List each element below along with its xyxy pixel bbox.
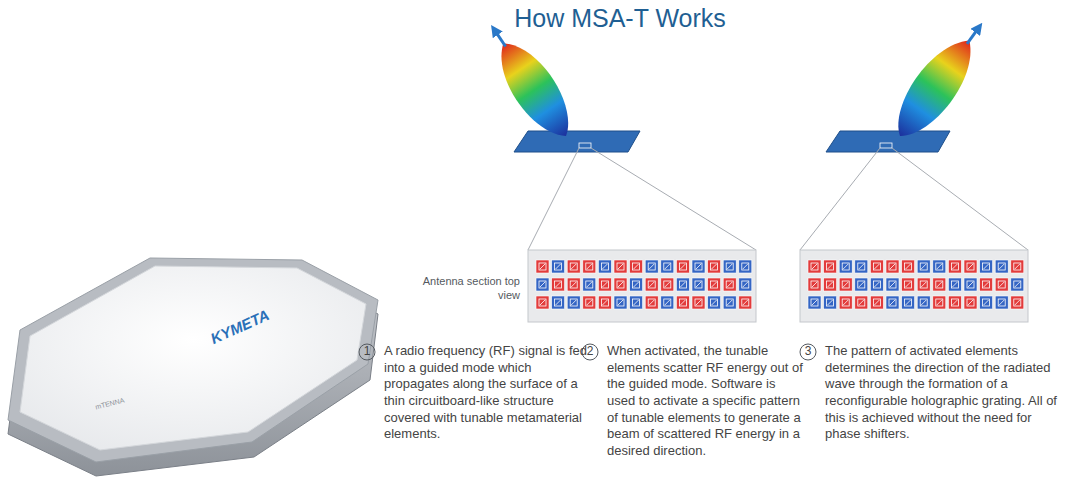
zoom-panel: [528, 250, 756, 322]
step-text: The pattern of activated elements determ…: [825, 343, 1065, 443]
beam-right: [826, 15, 996, 152]
beam-left: [477, 18, 640, 152]
title: How MSA-T Works: [430, 4, 810, 33]
element-grid: [536, 260, 1024, 309]
callout-number: 3: [800, 344, 816, 359]
zoom-panel: [800, 250, 1028, 322]
callout-number: 1: [359, 344, 375, 359]
section-caption: Antenna section top view: [408, 274, 520, 302]
zoom-leader: [528, 148, 1028, 250]
antenna-device: [8, 258, 378, 476]
step-text: A radio frequency (RF) signal is fed int…: [384, 343, 596, 443]
callout-number: 2: [582, 344, 598, 359]
step-text: When activated, the tunable elements sca…: [607, 343, 803, 459]
